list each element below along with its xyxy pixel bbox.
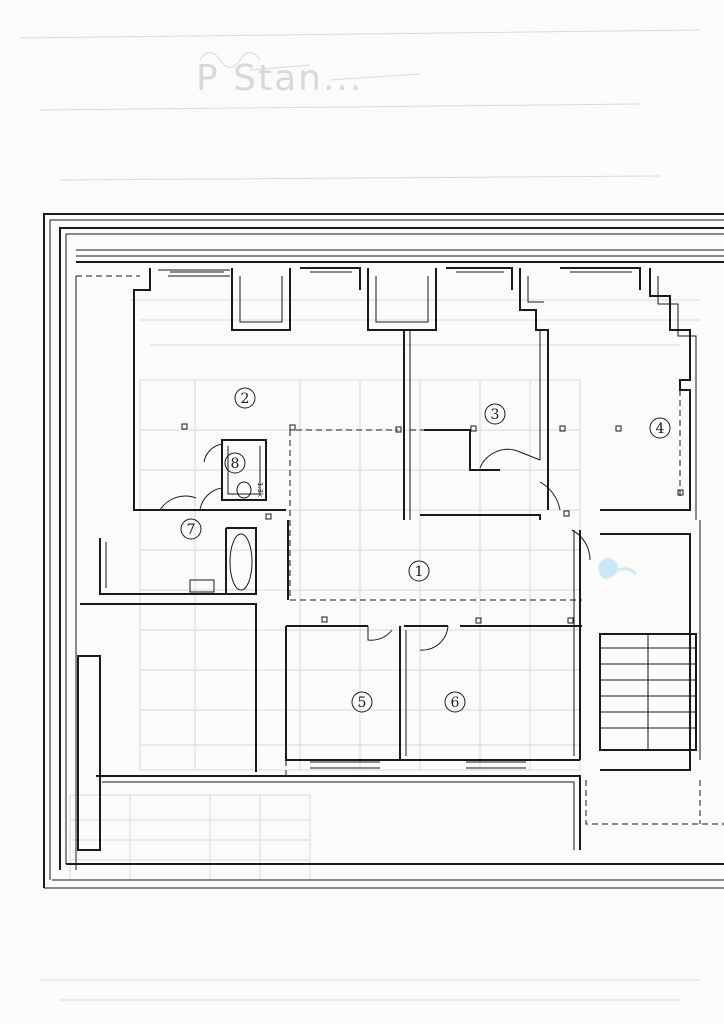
drawing-frame [43,213,724,889]
scan-noise-footer [40,979,700,1001]
room-5-number: 5 [358,695,367,711]
room-2-circle [234,387,256,409]
room-3-circle [484,403,506,425]
scan-noise-header [19,29,701,181]
room-3-number: 3 [491,407,500,423]
room-4-number: 4 [656,421,665,437]
room-6-circle [444,691,466,713]
show-through-table [69,299,700,881]
room-1-number: 1 [415,564,424,580]
door-swings [159,443,591,651]
room-8-circle [224,452,246,474]
interior-partitions [77,330,582,851]
room-1-circle [408,560,430,582]
ink-smudge [598,557,638,579]
room-8-number: 8 [231,456,240,472]
room-4-circle [649,417,671,439]
staircase [599,520,701,771]
room-7-number: 7 [187,522,196,538]
column-markers [181,423,684,624]
fixture-dimension-label: 1.3k [256,482,264,498]
room-6-number: 6 [451,695,460,711]
room-5-circle [351,691,373,713]
dashed-slab-lines [285,390,724,825]
building-outer-walls [59,227,724,870]
handwritten-note: P Stan... [196,58,363,99]
room-7-circle [180,518,202,540]
room-number-labels: 1 2 3 4 5 6 7 8 [180,387,671,713]
room-2-number: 2 [241,391,250,407]
facade-window-bays [133,267,697,520]
